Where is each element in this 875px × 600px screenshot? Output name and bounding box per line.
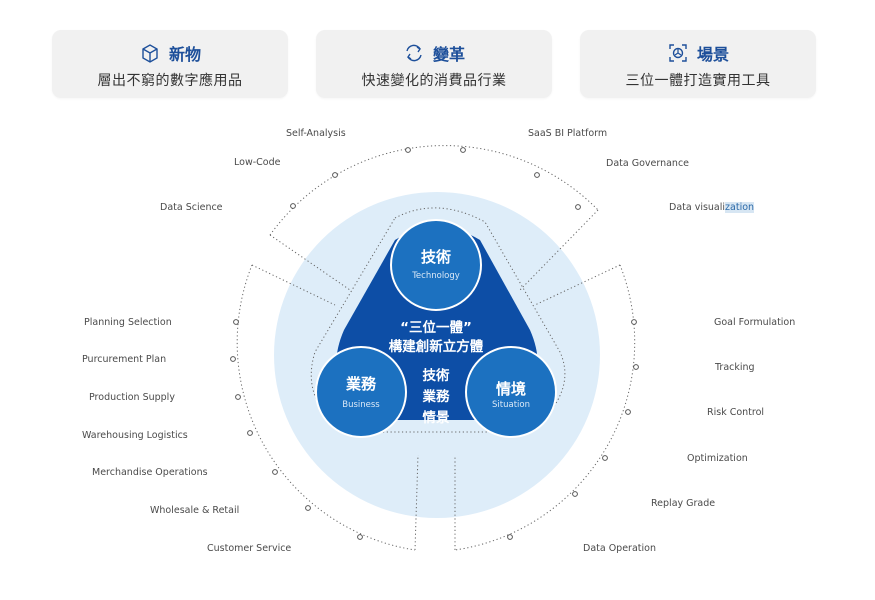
card-subtitle: 三位一體打造實用工具 [625,73,771,89]
card-subtitle: 快速變化的消費品行業 [361,73,507,89]
card-new-things: 新物 層出不窮的數字應用品 [52,30,288,98]
transform-arrows-icon [406,44,422,62]
situation-item: Data Operation [583,543,656,554]
situation-item: Risk Control [707,407,765,418]
business-item: Merchandise Operations [92,467,208,478]
card-scenarios: 場景 三位一體打造實用工具 [580,30,816,98]
node-technology-zh: 技術 [421,248,451,266]
card-title: 新物 [168,45,201,64]
technology-item: Self-Analysis [286,128,346,139]
technology-item: Low-Code [234,157,281,168]
situation-item: Replay Grade [651,498,716,509]
product-box-icon [142,44,158,63]
ring-dots [230,147,639,540]
node-business-en: Business [342,400,380,410]
technology-item: Data Governance [606,158,690,169]
core-word-business: 業務 [422,388,450,405]
core-word-technology: 技術 [423,367,450,384]
outer-ring [236,145,636,551]
node-situation [465,346,557,438]
card-transformation: 變革 快速變化的消費品行業 [316,30,552,98]
card-title: 變革 [432,45,465,64]
core-word-situation: 情景 [423,409,450,426]
business-item: Planning Selection [84,317,172,328]
node-technology [390,219,482,311]
visualization-prefix: Data visuali [669,202,726,213]
node-situation-zh: 情境 [496,380,526,398]
node-business-zh: 業務 [345,375,377,393]
situation-item: Goal Formulation [714,317,796,328]
business-item: Customer Service [207,543,292,554]
scene-frame-icon [669,44,687,62]
situation-item: Tracking [715,362,755,373]
card-subtitle: 層出不窮的數字應用品 [97,73,243,89]
card-title: 場景 [696,45,729,64]
business-item: Production Supply [89,392,175,403]
technology-item-visualization: Data visualization [669,202,755,213]
node-technology-en: Technology [411,271,460,281]
business-item: Warehousing Logistics [82,430,188,441]
visualization-highlight: zation [725,202,755,213]
node-business [315,346,407,438]
technology-item: SaaS BI Platform [528,128,608,139]
core-title-line2: 構建創新立方體 [389,338,484,355]
business-item: Wholesale & Retail [150,505,240,516]
node-situation-en: Situation [492,400,530,410]
situation-item: Optimization [687,453,748,464]
business-item: Purcurement Plan [82,354,167,365]
core-title-line1: “三位一體” [400,319,472,336]
technology-item: Data Science [160,202,223,213]
